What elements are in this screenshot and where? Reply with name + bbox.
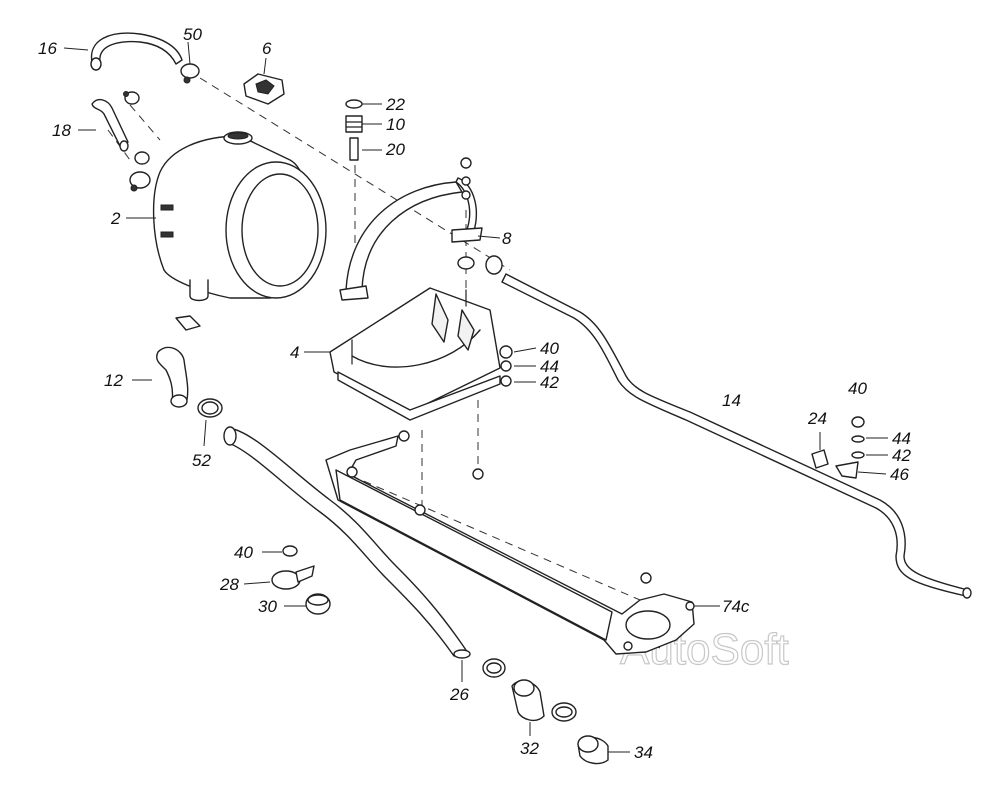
label-40-center: 40 bbox=[540, 339, 559, 358]
label-2: 2 bbox=[110, 209, 121, 228]
label-26: 26 bbox=[449, 685, 469, 704]
clamp-small-top bbox=[123, 91, 140, 105]
sleeve-30 bbox=[305, 593, 331, 615]
clamp-lower-32 bbox=[551, 702, 577, 722]
label-32: 32 bbox=[520, 739, 539, 758]
label-14: 14 bbox=[722, 391, 741, 410]
label-8: 8 bbox=[502, 229, 512, 248]
nut-40-lower bbox=[282, 545, 298, 557]
label-leaders bbox=[63, 41, 888, 753]
label-4: 4 bbox=[290, 343, 299, 362]
label-44-right: 44 bbox=[892, 429, 911, 448]
washer-42-right bbox=[851, 451, 865, 459]
label-40-right: 40 bbox=[848, 379, 867, 398]
label-52: 52 bbox=[192, 451, 211, 470]
clip-46 bbox=[835, 461, 859, 479]
clamp-50 bbox=[180, 63, 200, 84]
label-6: 6 bbox=[262, 39, 272, 58]
label-42-center: 42 bbox=[540, 373, 559, 392]
clamp-28 bbox=[271, 565, 315, 590]
label-12: 12 bbox=[104, 371, 123, 390]
frame-74 bbox=[325, 430, 695, 655]
label-30: 30 bbox=[258, 597, 277, 616]
sleeve-32 bbox=[511, 679, 545, 722]
label-22: 22 bbox=[385, 95, 405, 114]
label-42-right: 42 bbox=[892, 446, 911, 465]
clamp-52 bbox=[197, 398, 223, 418]
tube-14 bbox=[501, 273, 972, 599]
washer-44-right bbox=[851, 435, 865, 443]
expansion-tank-2 bbox=[152, 131, 327, 302]
label-10: 10 bbox=[386, 115, 405, 134]
filler-cap-6 bbox=[243, 73, 285, 105]
tank-support-4 bbox=[329, 287, 513, 421]
hose-18 bbox=[91, 98, 151, 192]
hose-16 bbox=[90, 32, 183, 71]
label-44-center: 44 bbox=[540, 357, 559, 376]
elbow-hose-12 bbox=[156, 346, 189, 408]
sleeve-34 bbox=[577, 735, 609, 765]
label-24: 24 bbox=[807, 409, 827, 428]
bushing-10 bbox=[345, 115, 363, 133]
clamp-upper-32 bbox=[482, 658, 506, 678]
sleeve-20 bbox=[349, 137, 359, 161]
label-16: 16 bbox=[38, 39, 57, 58]
label-34: 34 bbox=[634, 743, 653, 762]
clip-small bbox=[175, 315, 201, 331]
strap-8 bbox=[339, 157, 503, 301]
label-18: 18 bbox=[52, 121, 71, 140]
hose-26 bbox=[223, 426, 471, 659]
sleeve-24 bbox=[811, 449, 829, 469]
label-40-lower: 40 bbox=[234, 543, 253, 562]
label-28: 28 bbox=[219, 575, 239, 594]
nut-40-right bbox=[851, 416, 865, 428]
label-74: 74с bbox=[722, 597, 750, 616]
label-46: 46 bbox=[890, 465, 909, 484]
part-labels: 16 50 6 18 2 22 10 20 8 4 40 44 42 12 52… bbox=[38, 25, 911, 762]
washer-22 bbox=[345, 99, 363, 109]
label-50: 50 bbox=[183, 25, 202, 44]
label-20: 20 bbox=[385, 140, 405, 159]
